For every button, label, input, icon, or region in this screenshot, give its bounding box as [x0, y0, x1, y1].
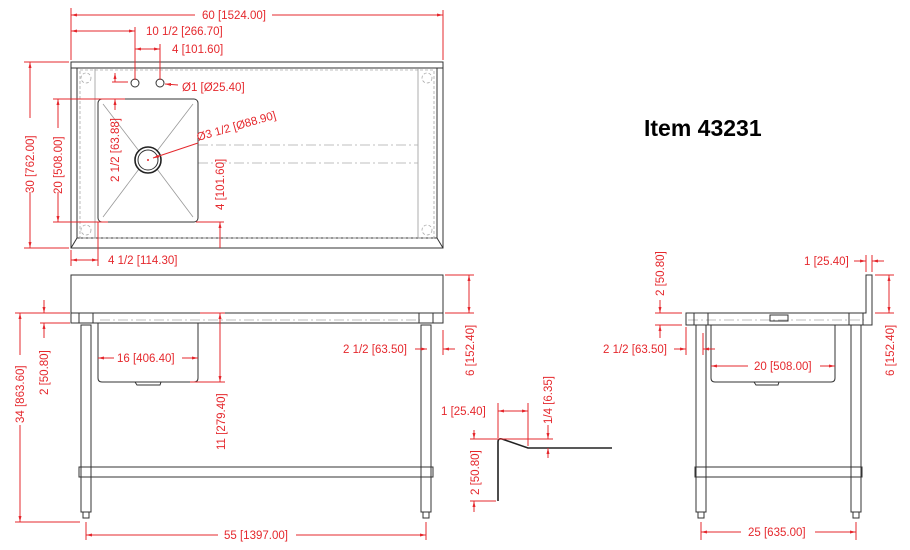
- dim-backsplash-thickness: 1 [25.40]: [804, 256, 849, 268]
- faucet-hole: [155, 78, 165, 88]
- dim-overall-depth: 30 [762.00]: [25, 135, 37, 193]
- dim-side-leg-span: 25 [635.00]: [748, 527, 806, 539]
- corner-bolt-icon: [80, 72, 433, 236]
- undershelf: [78, 466, 434, 478]
- dim-leg-span: 55 [1397.00]: [224, 530, 288, 542]
- dim-edge-lip: 1 [25.40]: [441, 406, 486, 418]
- top-view: 60 [1524.00] 10 1/2 [266.70] 4 [101.60] …: [24, 8, 444, 267]
- sink-bowl: [97, 98, 199, 223]
- dim-bowl-depth: 20 [508.00]: [53, 136, 65, 194]
- faucet-hole: [130, 78, 140, 88]
- dim-drain: Ø3 1/2 [Ø88.90]: [196, 110, 278, 144]
- dim-side-edge: 2 [50.80]: [655, 251, 667, 296]
- side-view: 1 [25.40] 2 [50.80] 2 1/2 [63.50] 20 [50…: [603, 251, 897, 540]
- leg: [695, 324, 707, 513]
- front-view: 34 [863.60] 2 [50.80] 16 [406.40] 11 [27…: [15, 274, 477, 542]
- dim-faucet-offset: 10 1/2 [266.70]: [146, 26, 223, 38]
- dim-bowl-width: 16 [406.40]: [117, 353, 175, 365]
- dim-edge-height: 2 [50.80]: [470, 450, 482, 495]
- dim-bowl-from-back: 2 1/2 [63.88]: [110, 118, 122, 182]
- leg: [850, 324, 862, 513]
- dim-edge-drop: 1/4 [6.35]: [543, 376, 555, 424]
- dim-faucet-hole: Ø1 [Ø25.40]: [182, 82, 245, 94]
- edge-detail: 1 [25.40] 1/4 [6.35] 2 [50.80]: [441, 376, 612, 512]
- dim-height: 34 [863.60]: [15, 365, 27, 423]
- dim-side-leg-inset: 2 1/2 [63.50]: [603, 344, 667, 356]
- leg: [420, 324, 432, 513]
- dim-side-backsplash: 6 [152.40]: [885, 325, 897, 376]
- dim-faucet-spacing: 4 [101.60]: [172, 44, 223, 56]
- dim-leg-inset: 2 1/2 [63.50]: [343, 344, 407, 356]
- dim-side-bowl-width: 20 [508.00]: [754, 361, 812, 373]
- undershelf: [694, 466, 863, 478]
- dim-backsplash: 6 [152.40]: [465, 325, 477, 376]
- dim-bowl-from-left: 4 1/2 [114.30]: [108, 255, 177, 267]
- drain-icon: [134, 146, 162, 174]
- dim-overall-width: 60 [1524.00]: [202, 10, 266, 22]
- dim-bowl-height: 11 [279.40]: [216, 393, 228, 450]
- dim-bowl-from-front: 4 [101.60]: [215, 159, 227, 210]
- item-title: Item 43231: [644, 115, 762, 141]
- leg: [80, 324, 92, 513]
- dim-edge: 2 [50.80]: [39, 350, 51, 395]
